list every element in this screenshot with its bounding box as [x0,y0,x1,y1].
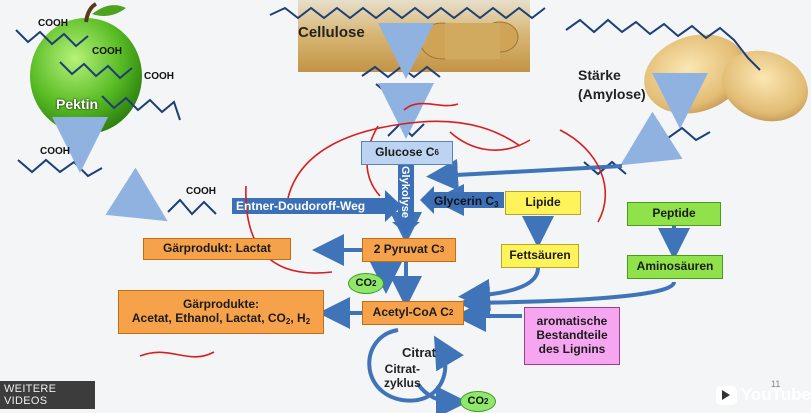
apple-image [30,2,142,134]
lactat-node: Gärprodukt: Lactat [143,238,291,260]
co2-text: CO [355,277,373,290]
gaerprodukte-line1: Gärprodukte: [182,297,259,311]
glykolyse-band [392,164,420,234]
cooh-label: COOH [144,71,174,82]
glycerin-label: Glycerin C3 [434,194,498,209]
aminosaeuren-node: Aminosäuren [627,255,723,279]
red-annotations [139,102,607,358]
gaerprodukte-tail: , H [290,310,306,325]
staerke-label-line2: (Amylose) [578,85,646,102]
cooh-label: COOH [92,46,122,57]
peptide-node: Peptide [627,202,721,226]
cooh-label: COOH [38,18,68,29]
acetyl-text: Acetyl-CoA C [372,305,449,320]
glykolyse-label: Glykolyse [399,166,411,218]
lignin-line3: des Lignins [538,341,606,356]
glycerin-subscript: 3 [494,200,499,209]
lignin-line2: Bestandteile [536,328,608,343]
lipide-node: Lipide [505,191,581,215]
gaerprodukte-line2: Acetat, Ethanol, Lactat, CO2, H2 [131,310,311,326]
pyruvat-subscript: 3 [439,245,445,255]
citratzyklus-line1: Citrat- [384,362,421,376]
co2-subscript: 2 [484,396,489,406]
co2-subscript: 2 [372,278,377,288]
glycerin-band [420,186,504,214]
glucose-subscript: 6 [434,148,439,158]
gaerprodukte-subscript2: 2 [305,316,311,326]
lignin-line1: aromatische [536,314,608,329]
glucose-text: Glucose C [375,145,435,160]
youtube-logo-text: YouTube [740,385,811,404]
play-icon [716,385,737,405]
youtube-logo[interactable]: YouTube [716,381,811,409]
entner-doudoroff-label: Entner-Doudoroff-Weg [236,199,366,213]
source-arrows [52,23,708,222]
glycerin-text: Glycerin C [434,194,495,208]
cooh-label: COOH [40,146,70,157]
gaerprodukte-text: Acetat, Ethanol, Lactat, CO [131,310,286,325]
fettsaeuren-node: Fettsäuren [501,244,579,268]
cooh-label: COOH [186,186,216,197]
more-videos-button[interactable]: WEITERE VIDEOS [0,381,95,409]
citratzyklus-line2: zyklus [384,376,421,391]
citrate-cycle [367,328,468,413]
citrat-label: Citrat [402,345,436,360]
staerke-label: Stärke (Amylose) [578,66,646,104]
page-number: 11 [771,379,781,389]
cellulose-label: Cellulose [298,24,365,41]
pyruvat-text: 2 Pyruvat C [373,242,440,257]
staerke-label-line1: Stärke [578,67,621,83]
gaerprodukte-subscript: 2 [285,316,291,326]
entner-band [232,190,402,222]
co2-text: CO [467,395,485,408]
potato-image [644,34,808,122]
lignin-node: aromatische Bestandteile des Lignins [524,307,620,365]
citratzyklus-label: Citrat- zyklus [384,362,421,391]
gaerprodukte-node: Gärprodukte: Acetat, Ethanol, Lactat, CO… [118,290,324,334]
acetyl-subscript: 2 [448,308,454,318]
pektin-label: Pektin [56,96,99,112]
